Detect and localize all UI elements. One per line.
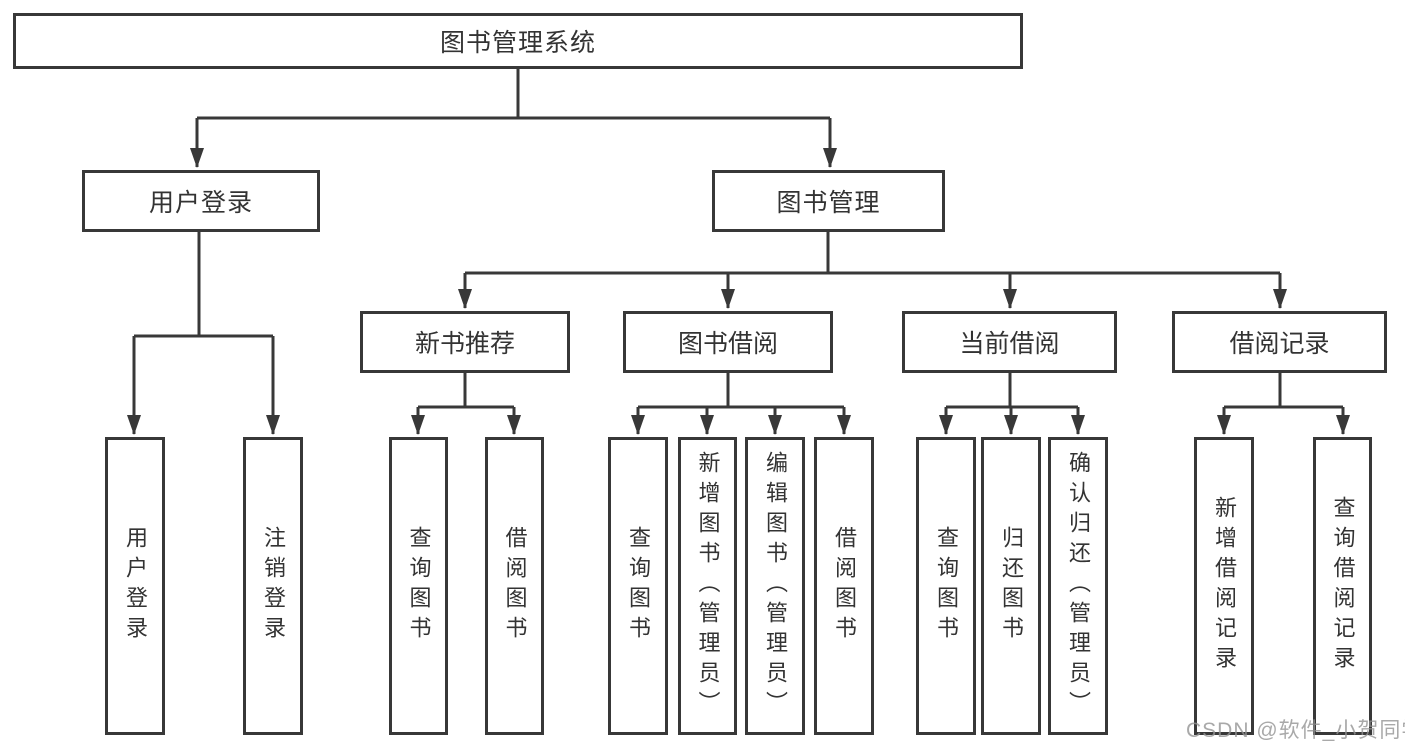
leaf-label: 查询图书 <box>626 526 651 646</box>
leaf-edit-books-admin: 编辑图书（管理员） <box>745 437 805 735</box>
leaf-label: 确认归还（管理员） <box>1066 451 1091 721</box>
leaf-label: 新增图书（管理员） <box>695 451 721 721</box>
leaf-query-borrow-record: 查询借阅记录 <box>1313 437 1372 735</box>
csdn-watermark: CSDN @软件_小贺同学 <box>1186 719 1405 742</box>
leaf-logout: 注销登录 <box>243 437 303 735</box>
leaf-query-books: 查询图书 <box>916 437 976 735</box>
leaf-label: 借阅图书 <box>502 526 528 646</box>
node-borrow-records: 借阅记录 <box>1172 311 1387 373</box>
leaf-label: 借阅图书 <box>832 526 857 646</box>
node-new-book-recommend: 新书推荐 <box>360 311 570 373</box>
leaf-label: 归还图书 <box>999 526 1024 646</box>
leaf-return-books: 归还图书 <box>981 437 1041 735</box>
node-book-management: 图书管理 <box>712 170 945 232</box>
node-root: 图书管理系统 <box>13 13 1023 69</box>
node-current-borrow: 当前借阅 <box>902 311 1117 373</box>
leaf-add-books-admin: 新增图书（管理员） <box>678 437 737 735</box>
leaf-label: 查询图书 <box>934 526 959 646</box>
leaf-confirm-return-admin: 确认归还（管理员） <box>1048 437 1108 735</box>
node-book-borrow: 图书借阅 <box>623 311 833 373</box>
leaf-borrow-books: 借阅图书 <box>814 437 874 735</box>
leaf-label: 编辑图书（管理员） <box>763 451 788 721</box>
node-user-login-group: 用户登录 <box>82 170 320 232</box>
leaf-label: 注销登录 <box>261 526 286 646</box>
leaf-label: 查询借阅记录 <box>1330 496 1356 676</box>
leaf-query-books: 查询图书 <box>389 437 448 735</box>
leaf-query-books: 查询图书 <box>608 437 668 735</box>
leaf-label: 用户登录 <box>123 526 148 646</box>
leaf-label: 查询图书 <box>406 526 432 646</box>
leaf-label: 新增借阅记录 <box>1212 496 1237 676</box>
leaf-borrow-books: 借阅图书 <box>485 437 544 735</box>
leaf-add-borrow-record: 新增借阅记录 <box>1194 437 1254 735</box>
leaf-user-login: 用户登录 <box>105 437 165 735</box>
